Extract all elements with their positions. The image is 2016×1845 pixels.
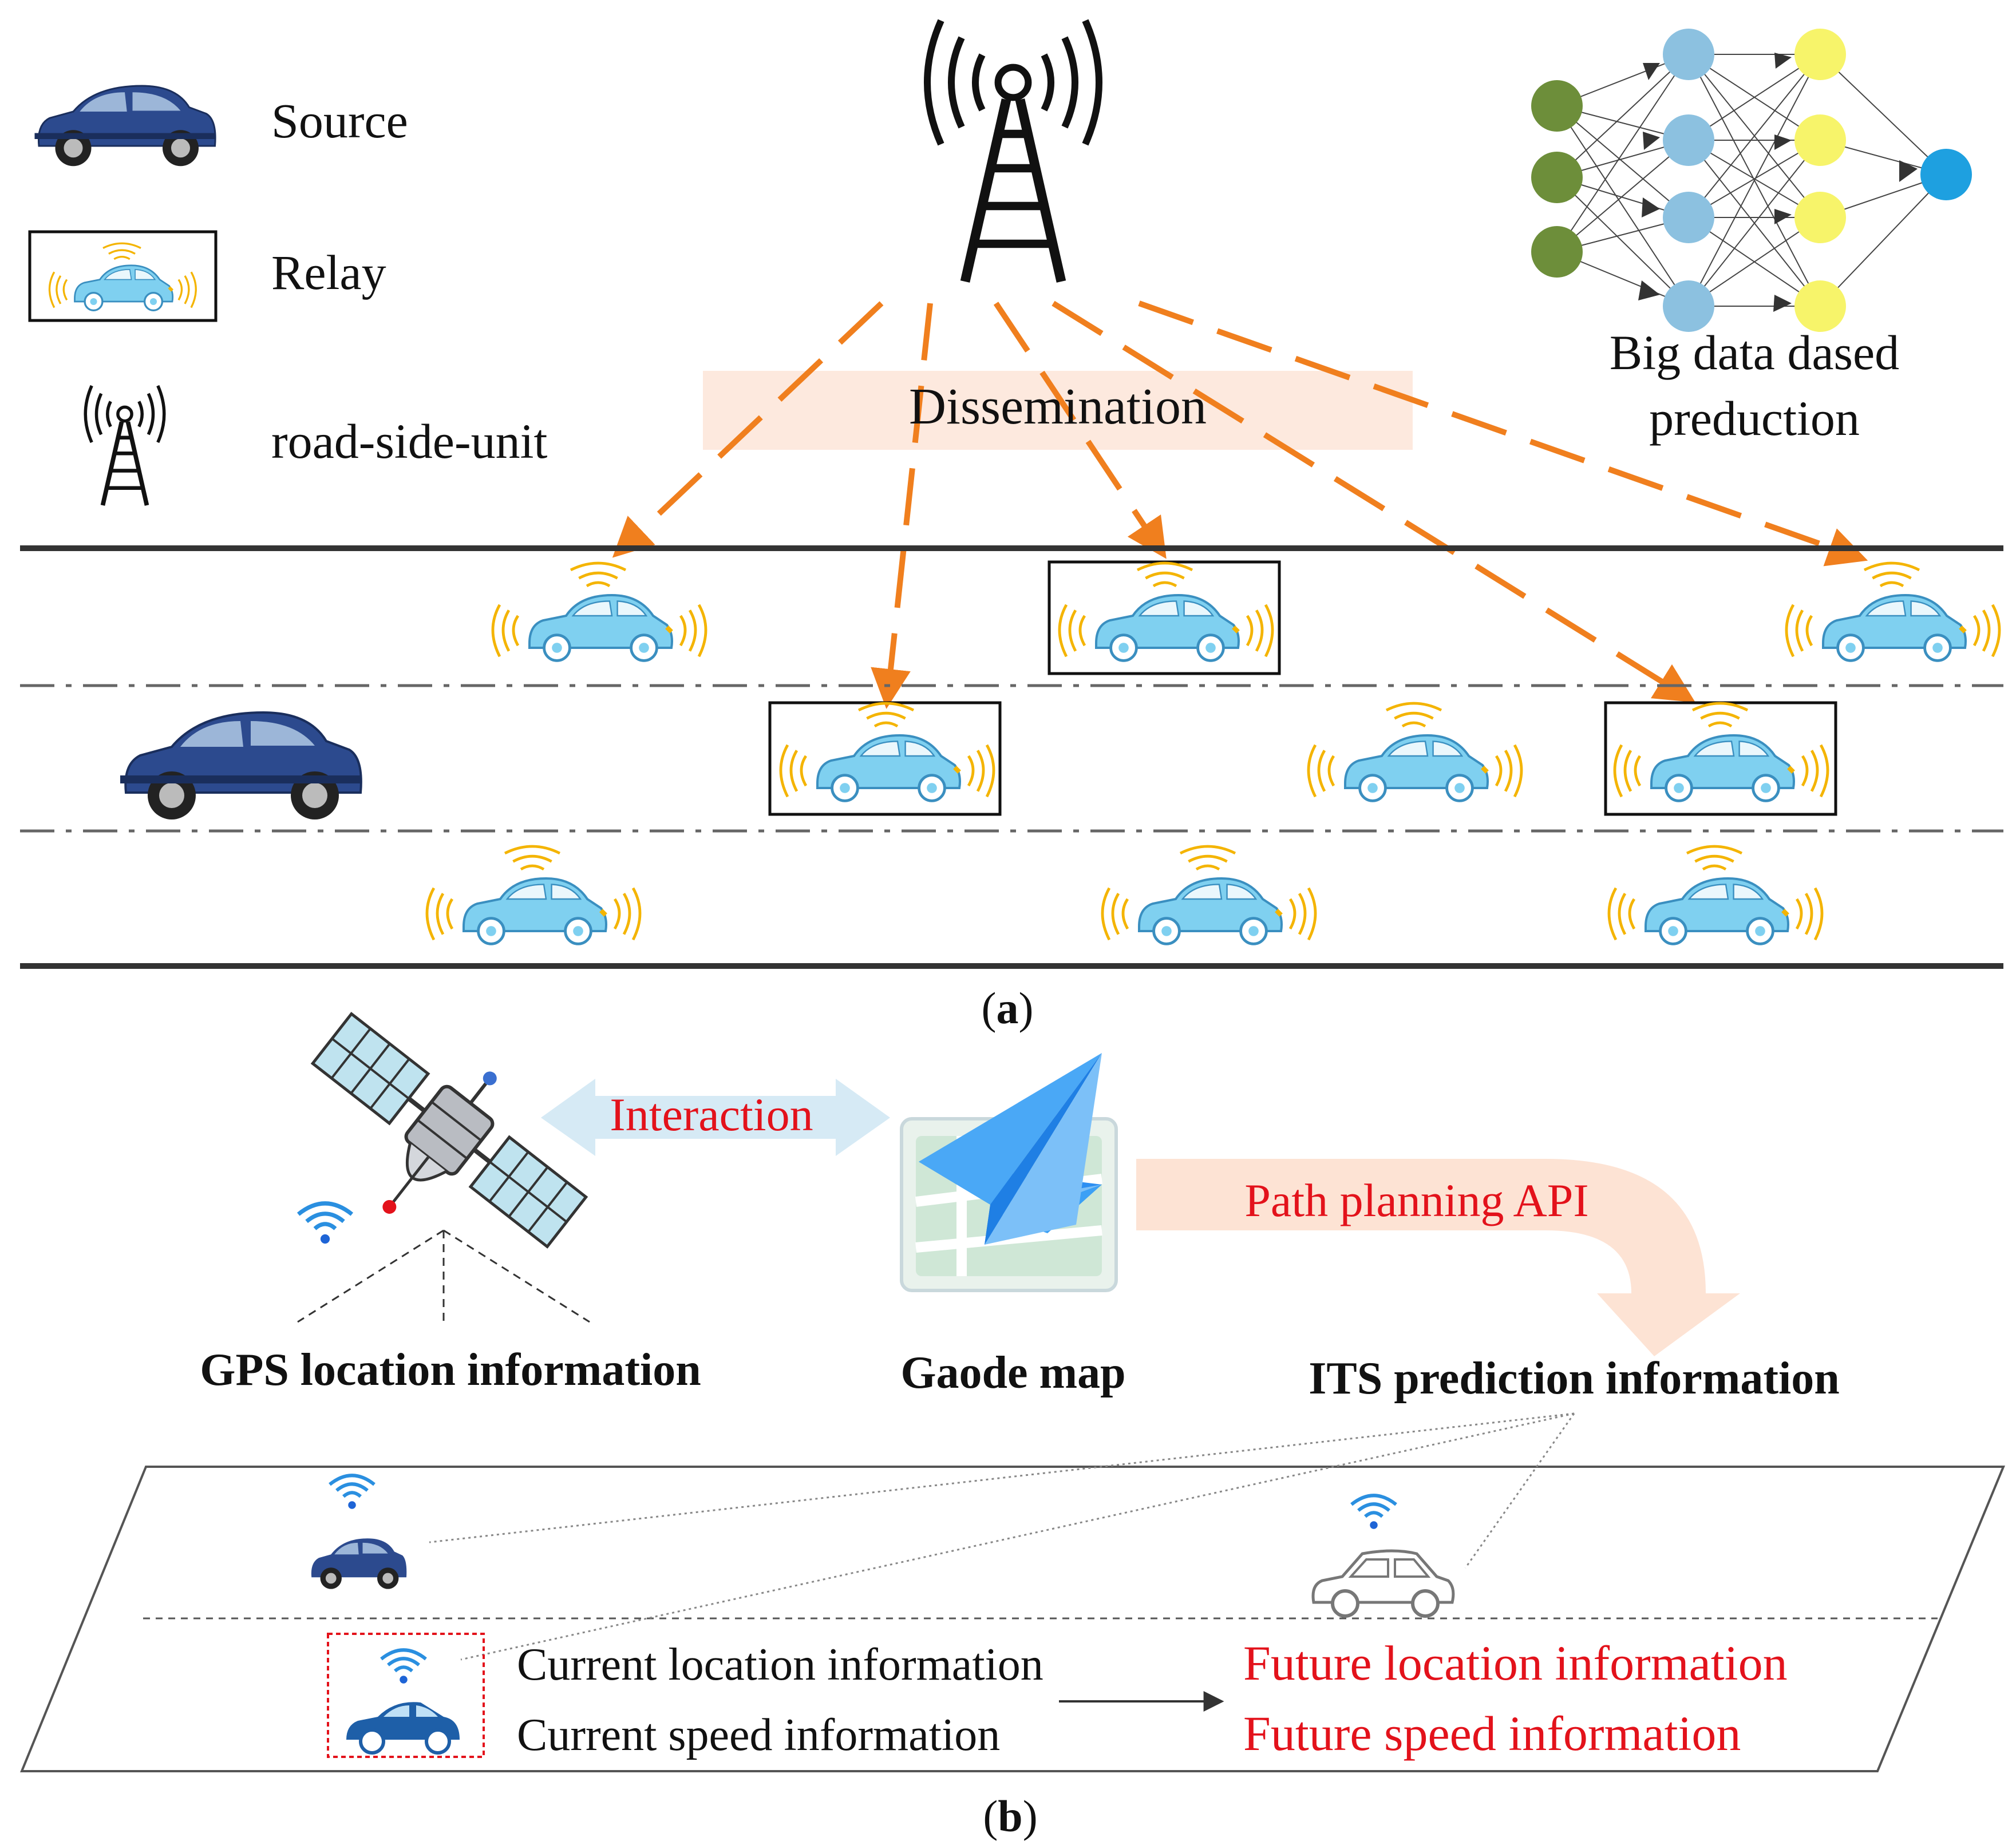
current-vehicle-box bbox=[327, 1633, 485, 1758]
box-wifi-icon bbox=[381, 1650, 426, 1684]
box-car-icon bbox=[346, 1702, 460, 1755]
legend-relay-label: Relay bbox=[271, 245, 386, 300]
legend-rsu-label: road-side-unit bbox=[271, 414, 548, 469]
dissemination-band bbox=[703, 371, 1413, 450]
current-speed-label: Current speed information bbox=[517, 1710, 1000, 1760]
vehicle-lane1-2 bbox=[1060, 563, 1272, 660]
vehicle-lane2-2 bbox=[1309, 703, 1521, 801]
its-lines bbox=[429, 1412, 1575, 1661]
neural-network-icon bbox=[1531, 29, 1972, 332]
relay-car-icon bbox=[50, 243, 196, 310]
gaode-label: Gaode map bbox=[900, 1348, 1125, 1398]
gps-lines bbox=[297, 1229, 590, 1323]
vehicle-lane3-2 bbox=[1102, 846, 1315, 944]
vehicle-lane1-1 bbox=[493, 563, 706, 660]
vehicle-lane2-1 bbox=[781, 703, 994, 801]
map-plane bbox=[20, 1466, 2005, 1772]
caption-a: (a) bbox=[982, 983, 1034, 1033]
main-rsu-tower-icon bbox=[927, 21, 1099, 282]
future-speed-label: Future speed information bbox=[1243, 1706, 1741, 1761]
future-location-label: Future location information bbox=[1243, 1636, 1788, 1690]
gaode-map-icon bbox=[900, 1053, 1118, 1292]
rsu-tower-icon bbox=[85, 386, 164, 505]
arrow-3 bbox=[993, 302, 1167, 559]
panel-a: Source Relay road-side-unit bbox=[20, 21, 2003, 1033]
caption-b: (b) bbox=[983, 1791, 1037, 1841]
future-wifi-icon bbox=[1351, 1495, 1396, 1529]
gps-label: GPS location information bbox=[200, 1345, 701, 1395]
legend-relay-box bbox=[28, 230, 218, 322]
dissemination-label: Dissemination bbox=[909, 378, 1207, 435]
current-vehicle-icon bbox=[311, 1538, 407, 1589]
vehicle-lane1-3 bbox=[1786, 563, 1999, 660]
vehicle-lane3-1 bbox=[427, 846, 640, 944]
source-car-icon bbox=[34, 85, 216, 167]
future-vehicle-icon bbox=[1311, 1549, 1455, 1618]
road bbox=[20, 545, 2003, 969]
prediction-label-line2: preduction bbox=[1649, 391, 1860, 446]
interaction-arrow bbox=[541, 1079, 890, 1156]
vehicle1-wifi-icon bbox=[330, 1475, 374, 1509]
arrow-4 bbox=[1052, 300, 1695, 703]
dissemination-arrows bbox=[612, 300, 1868, 709]
arrow-1 bbox=[612, 301, 884, 558]
legend-source-label: Source bbox=[271, 93, 408, 148]
vehicle-lane3-3 bbox=[1609, 846, 1822, 944]
path-planning-label: Path planning API bbox=[1244, 1174, 1588, 1226]
arrow-2 bbox=[871, 303, 933, 709]
satellite-icon bbox=[310, 1012, 588, 1249]
gps-wifi-icon bbox=[298, 1203, 352, 1244]
source-vehicle bbox=[119, 711, 362, 821]
current-location-label: Current location information bbox=[517, 1640, 1043, 1690]
path-planning-arrow bbox=[1136, 1159, 1740, 1356]
its-label: ITS prediction information bbox=[1309, 1353, 1840, 1404]
panel-b: Interaction Path planning API GPS locati… bbox=[20, 1012, 2005, 1841]
legend: Source Relay road-side-unit bbox=[28, 85, 548, 505]
arrow-5 bbox=[1138, 300, 1868, 567]
prediction-label-line1: Big data dased bbox=[1610, 325, 1899, 380]
interaction-label: Interaction bbox=[610, 1088, 813, 1141]
vehicle-lane2-3 bbox=[1615, 703, 1828, 801]
